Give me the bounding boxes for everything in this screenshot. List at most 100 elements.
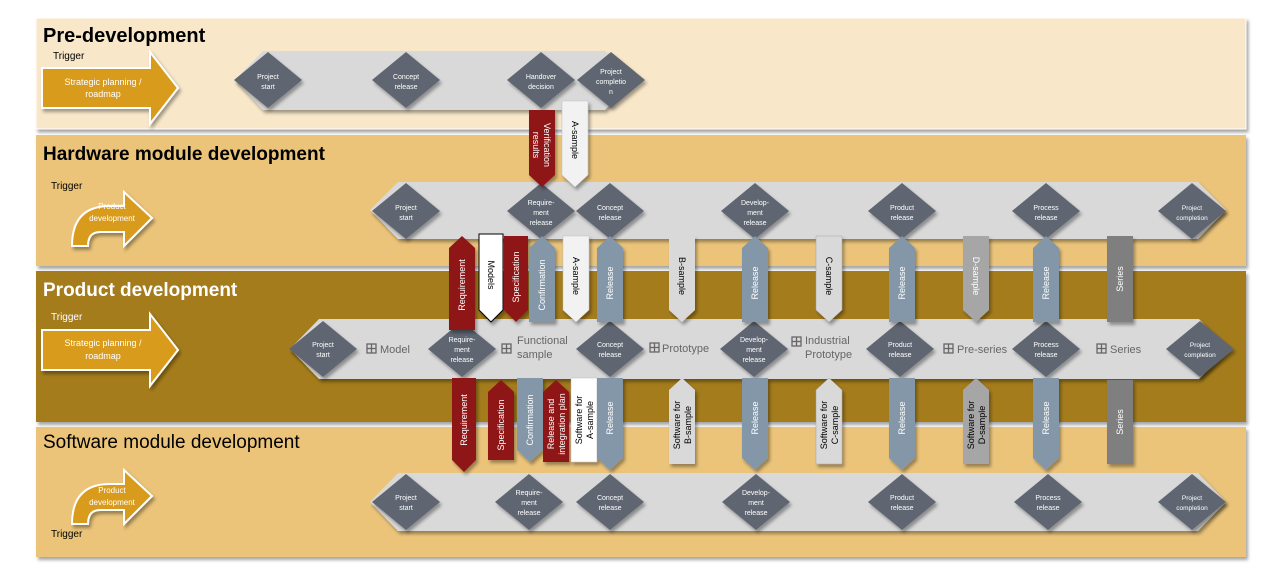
lane-title-sw: Software module development — [43, 432, 300, 453]
svg-text:Pre-series: Pre-series — [957, 344, 1008, 356]
arrow-hw-release-2: Release — [742, 236, 768, 322]
arrow-hw-release-3: Release — [889, 236, 915, 322]
svg-text:Models: Models — [486, 260, 496, 290]
svg-text:Software forD-sample: Software forD-sample — [966, 401, 987, 450]
arrow-hw-release-1: Release — [597, 236, 623, 322]
arrow-sw-specification: Specification — [488, 380, 514, 460]
trigger-arrow-prod-label-1: Strategic planning / — [64, 338, 142, 348]
track-sw — [370, 473, 1226, 531]
trigger-arrow-hw — [70, 189, 154, 249]
svg-text:Release: Release — [897, 266, 907, 299]
trigger-arrow-sw-label-2: development — [89, 498, 136, 507]
svg-text:C-sample: C-sample — [824, 257, 834, 296]
lane-pre-bg — [35, 17, 1247, 130]
arrow-hw-b-sample: B-sample — [669, 236, 695, 322]
arrow-hw-a-sample: A-sample — [562, 235, 590, 323]
arrow-sw-release-integration-plan: Release andintegration plan — [543, 380, 569, 462]
arrow-sw-software-a-sample: Software forA-sample — [570, 377, 598, 463]
arrow-hw-requirement: Requirement — [449, 236, 475, 330]
phase-pre-series: Pre-series — [943, 343, 1008, 356]
trigger-arrow-prod — [41, 311, 180, 389]
svg-text:Release: Release — [897, 401, 907, 434]
trigger-arrow-pre-label-2: roadmap — [85, 89, 121, 99]
arrow-sw-software-b-sample: Software forB-sample — [669, 378, 695, 464]
trigger-label-sw: Trigger — [51, 529, 83, 540]
svg-text:Model: Model — [380, 344, 410, 356]
arrow-hw-specification: Specification — [504, 236, 528, 322]
svg-text:Release: Release — [750, 401, 760, 434]
arrow-sw-release-3: Release — [889, 378, 915, 470]
arrow-sw-release-4: Release — [1033, 378, 1059, 470]
arrow-sw-series: Series — [1107, 380, 1133, 464]
svg-text:Release: Release — [750, 266, 760, 299]
phase-prototype: Prototype — [649, 342, 709, 355]
lane-title-pre: Pre-development — [43, 25, 206, 47]
lane-title-prod: Product development — [43, 280, 238, 301]
arrow-verification-results: Verificationresults — [529, 110, 555, 187]
trigger-arrow-sw-label-1: Product — [98, 486, 126, 495]
arrow-a-sample-pre: A-sample — [561, 100, 589, 188]
arrow-sw-release-1: Release — [597, 378, 623, 470]
trigger-arrow-hw-label-2: development — [89, 214, 136, 223]
svg-text:Release andintegration plan: Release andintegration plan — [546, 393, 567, 455]
svg-text:Verificationresults: Verificationresults — [531, 123, 552, 167]
phase-model: Model — [366, 343, 410, 356]
svg-text:Release: Release — [1041, 266, 1051, 299]
svg-text:Release: Release — [1041, 401, 1051, 434]
arrow-sw-software-d-sample: Software forD-sample — [963, 378, 989, 464]
phase-series: Series — [1096, 343, 1142, 356]
track-hw — [370, 182, 1226, 239]
svg-text:Confirmation: Confirmation — [537, 259, 547, 310]
svg-text:A-sample: A-sample — [571, 257, 581, 295]
arrow-sw-software-c-sample: Software forC-sample — [815, 377, 843, 465]
arrow-hw-d-sample: D-sample — [963, 236, 989, 322]
arrow-sw-release-2: Release — [742, 378, 768, 470]
svg-text:Software forB-sample: Software forB-sample — [672, 401, 693, 450]
arrow-sw-requirement: Requirement — [452, 378, 476, 472]
trigger-arrow-hw-label-1: Product — [98, 202, 126, 211]
svg-text:Requirement: Requirement — [459, 394, 469, 446]
svg-text:Series: Series — [1115, 266, 1125, 292]
trigger-arrow-prod-label-2: roadmap — [85, 351, 121, 361]
arrow-hw-series: Series — [1107, 236, 1133, 322]
